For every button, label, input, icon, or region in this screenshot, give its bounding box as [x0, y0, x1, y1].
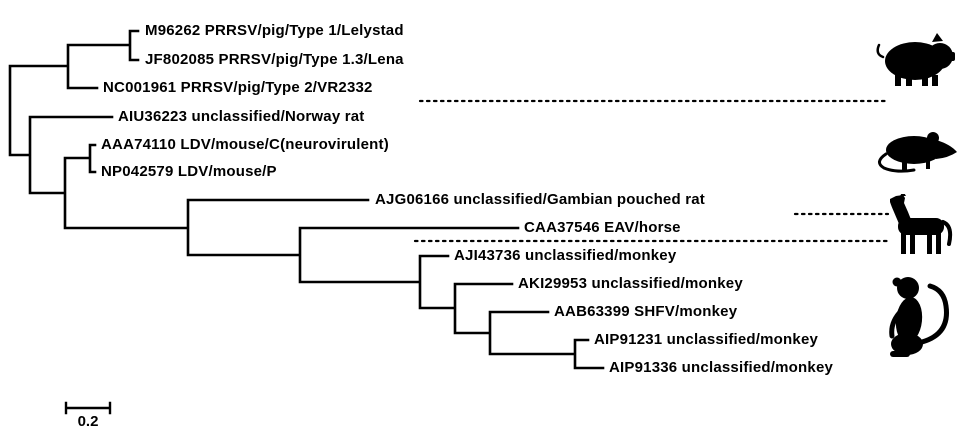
taxon-label-AAA74110: AAA74110 LDV/mouse/C(neurovirulent): [101, 136, 389, 153]
horse-icon: [886, 194, 954, 256]
taxon-label-NP042579: NP042579 LDV/mouse/P: [101, 163, 277, 180]
taxon-label-AJI43736: AJI43736 unclassified/monkey: [454, 247, 677, 264]
scale-bar: [64, 401, 112, 415]
taxon-label-JF802085: JF802085 PRRSV/pig/Type 1.3/Lena: [145, 51, 404, 68]
taxon-label-NC001961: NC001961 PRRSV/pig/Type 2/VR2332: [103, 79, 373, 96]
taxon-label-M96262: M96262 PRRSV/pig/Type 1/Lelystad: [145, 22, 404, 39]
tree-branches: [8, 29, 605, 370]
taxon-label-AAB63399: AAB63399 SHFV/monkey: [554, 303, 738, 320]
taxon-label-AIP91336: AIP91336 unclassified/monkey: [609, 359, 834, 376]
scale-bar-label: 0.2: [77, 413, 99, 430]
taxon-label-AJG06166: AJG06166 unclassified/Gambian pouched ra…: [375, 191, 705, 208]
taxon-label-AKI29953: AKI29953 unclassified/monkey: [518, 275, 743, 292]
taxon-label-AIP91231: AIP91231 unclassified/monkey: [594, 331, 819, 348]
pig-icon: [875, 31, 955, 87]
taxon-label-AIU36223: AIU36223 unclassified/Norway rat: [118, 108, 365, 125]
taxon-label-CAA37546: CAA37546 EAV/horse: [524, 219, 681, 236]
monkey-icon: [882, 272, 954, 368]
rat-icon: [870, 128, 958, 174]
